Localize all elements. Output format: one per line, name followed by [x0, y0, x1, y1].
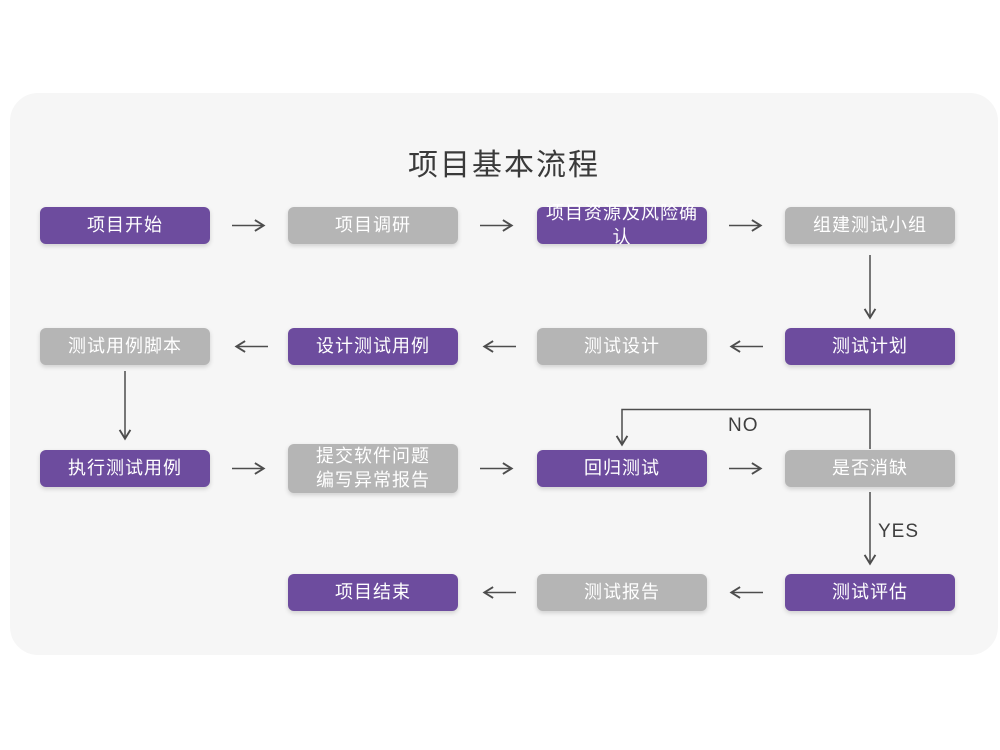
diagram-card-background: [10, 93, 998, 655]
node-test-plan: 测试计划: [785, 328, 955, 365]
node-submit-issues-write-report: 提交软件问题 编写异常报告: [288, 444, 458, 493]
node-project-research: 项目调研: [288, 207, 458, 244]
node-regression-test: 回归测试: [537, 450, 707, 487]
node-resource-risk-confirmation: 项目资源及风险确认: [537, 203, 707, 247]
node-test-evaluation: 测试评估: [785, 574, 955, 611]
node-design-test-cases: 设计测试用例: [288, 328, 458, 365]
node-test-report: 测试报告: [537, 574, 707, 611]
node-defect-resolved-decision: 是否消缺: [785, 450, 955, 487]
yes-branch-label: YES: [878, 521, 920, 542]
page-title: 项目基本流程: [408, 149, 600, 182]
node-test-case-script: 测试用例脚本: [40, 328, 210, 365]
node-test-design: 测试设计: [537, 328, 707, 365]
node-execute-test-cases: 执行测试用例: [40, 450, 210, 487]
node-project-end: 项目结束: [288, 574, 458, 611]
node-form-test-team: 组建测试小组: [785, 207, 955, 244]
no-branch-label: NO: [728, 415, 759, 436]
node-project-start: 项目开始: [40, 207, 210, 244]
